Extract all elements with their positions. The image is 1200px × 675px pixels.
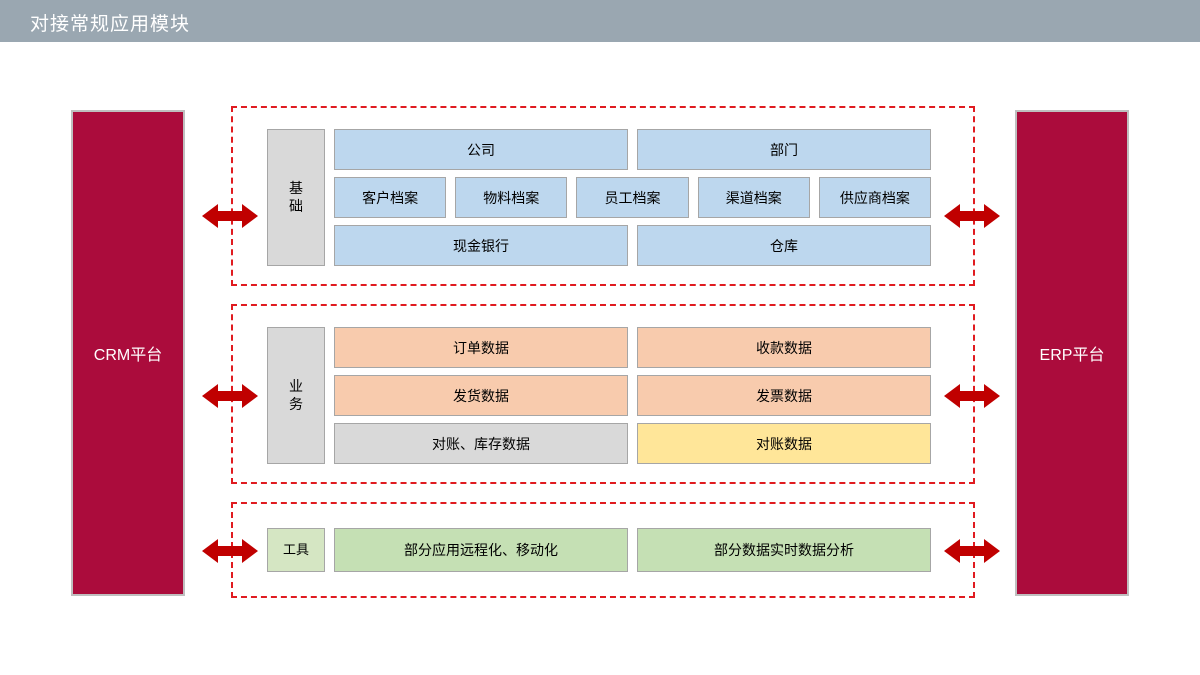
crm-platform-label: CRM平台 (93, 347, 163, 364)
group-basic: 基础 公司 部门 客户档案 物料档案 员工档案 渠道档案 供应商档案 现金银行 … (231, 106, 975, 286)
cell-channel-archive[interactable]: 渠道档案 (697, 177, 810, 218)
cell-warehouse[interactable]: 仓库 (637, 225, 931, 266)
double-headed-arrow-icon (202, 381, 258, 411)
group-business: 业务 订单数据 收款数据 发货数据 发票数据 对账、库存数据 对账数据 (231, 304, 975, 484)
cell-remote-mobile-apps[interactable]: 部分应用远程化、移动化 (334, 528, 628, 572)
group-business-rows: 订单数据 收款数据 发货数据 发票数据 对账、库存数据 对账数据 (334, 327, 931, 464)
basic-row-3: 现金银行 仓库 (334, 225, 931, 266)
tools-row-1: 部分应用远程化、移动化 部分数据实时数据分析 (334, 528, 931, 572)
cell-shipment-data[interactable]: 发货数据 (334, 375, 628, 416)
erp-platform-box[interactable]: ERP平台 (1015, 110, 1129, 596)
cell-reconciliation-data[interactable]: 对账数据 (637, 423, 931, 464)
business-row-3: 对账、库存数据 对账数据 (334, 423, 931, 464)
group-tools: 工具 部分应用远程化、移动化 部分数据实时数据分析 (231, 502, 975, 598)
double-headed-arrow-icon (202, 201, 258, 231)
double-headed-arrow-icon (944, 201, 1000, 231)
group-business-inner: 业务 订单数据 收款数据 发货数据 发票数据 对账、库存数据 对账数据 (267, 327, 931, 464)
page-title: 对接常规应用模块 (30, 14, 191, 35)
basic-row-2: 客户档案 物料档案 员工档案 渠道档案 供应商档案 (334, 177, 932, 218)
cell-material-archive[interactable]: 物料档案 (455, 177, 568, 218)
cell-cash-bank[interactable]: 现金银行 (334, 225, 628, 266)
group-basic-inner: 基础 公司 部门 客户档案 物料档案 员工档案 渠道档案 供应商档案 现金银行 … (267, 129, 932, 266)
cell-order-data[interactable]: 订单数据 (334, 327, 628, 368)
cell-receipt-data[interactable]: 收款数据 (637, 327, 931, 368)
group-basic-rows: 公司 部门 客户档案 物料档案 员工档案 渠道档案 供应商档案 现金银行 仓库 (334, 129, 932, 266)
header-bar: 对接常规应用模块 (0, 0, 1200, 42)
group-tools-rows: 部分应用远程化、移动化 部分数据实时数据分析 (334, 528, 931, 572)
cell-department[interactable]: 部门 (637, 129, 931, 170)
category-label-basic: 基础 (267, 129, 325, 266)
cell-company[interactable]: 公司 (334, 129, 628, 170)
cell-supplier-archive[interactable]: 供应商档案 (818, 177, 932, 218)
cell-invoice-data[interactable]: 发票数据 (637, 375, 931, 416)
double-headed-arrow-icon (944, 381, 1000, 411)
cell-realtime-data-analysis[interactable]: 部分数据实时数据分析 (637, 528, 931, 572)
basic-row-1: 公司 部门 (334, 129, 931, 170)
business-row-1: 订单数据 收款数据 (334, 327, 931, 368)
category-label-tools: 工具 (267, 528, 325, 572)
cell-customer-archive[interactable]: 客户档案 (334, 177, 447, 218)
cell-reconciliation-inventory-data[interactable]: 对账、库存数据 (334, 423, 628, 464)
double-headed-arrow-icon (202, 536, 258, 566)
business-row-2: 发货数据 发票数据 (334, 375, 931, 416)
group-tools-inner: 工具 部分应用远程化、移动化 部分数据实时数据分析 (267, 528, 931, 572)
cell-employee-archive[interactable]: 员工档案 (576, 177, 689, 218)
erp-platform-label: ERP平台 (1039, 347, 1105, 364)
double-headed-arrow-icon (944, 536, 1000, 566)
crm-platform-box[interactable]: CRM平台 (71, 110, 185, 596)
category-label-business: 业务 (267, 327, 325, 464)
